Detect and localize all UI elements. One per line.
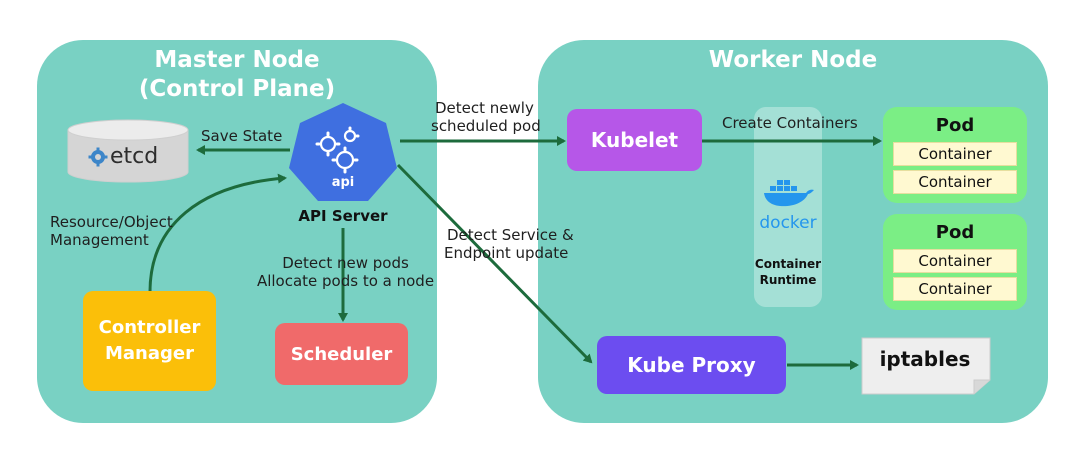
master-node-title-line2: (Control Plane): [138, 76, 336, 102]
pod-2-title: Pod: [935, 222, 975, 243]
pod-1-container-2: Container: [893, 170, 1017, 194]
detect-service-label: Detect Service & Endpoint update: [444, 226, 574, 262]
api-server-icon: [289, 103, 397, 201]
resource-management-label: Resource/Object Management: [50, 213, 173, 249]
resource-management-line2: Management: [50, 231, 149, 249]
pod-2-container-1: Container: [893, 249, 1017, 273]
pod-2: Pod Container Container: [883, 214, 1027, 310]
controller-manager-line2: Manager: [105, 343, 194, 364]
kube-proxy-box: Kube Proxy: [597, 336, 786, 394]
detect-newly-line2: scheduled pod: [431, 117, 541, 135]
detect-new-pods-line1: Detect new pods: [282, 254, 409, 272]
resource-management-line1: Resource/Object: [50, 213, 173, 231]
etcd-label-group: etcd: [88, 145, 158, 169]
pod-2-container-2: Container: [893, 277, 1017, 301]
docker-whale-icon: [764, 180, 814, 207]
pod-1: Pod Container Container: [883, 107, 1027, 203]
arrow-detect-service: [396, 163, 593, 364]
etcd-label: etcd: [110, 144, 159, 169]
detect-new-pods-label: Detect new pods Allocate pods to a node: [253, 254, 438, 290]
api-server-label: API Server: [298, 207, 388, 225]
worker-node-title: Worker Node: [708, 47, 878, 73]
master-node-title-line1: Master Node: [154, 47, 320, 73]
scheduler-box: Scheduler: [275, 323, 408, 385]
create-containers-label: Create Containers: [722, 114, 858, 132]
arrow-resource-management: [148, 173, 287, 293]
save-state-label: Save State: [201, 127, 283, 145]
detect-service-line1: Detect Service &: [447, 226, 574, 244]
kubelet-box: Kubelet: [567, 109, 702, 171]
container-runtime-line1: Container: [754, 257, 822, 271]
etcd-cylinder: [67, 119, 189, 183]
docker-label: docker: [759, 213, 817, 233]
detect-newly-line1: Detect newly: [435, 99, 534, 117]
detect-new-pods-line2: Allocate pods to a node: [256, 272, 435, 290]
api-icon-text: api: [331, 175, 355, 190]
iptables-label: iptables: [879, 347, 971, 371]
controller-manager-line1: Controller: [98, 317, 201, 338]
pod-1-container-1: Container: [893, 142, 1017, 166]
controller-manager-box: Controller Manager: [83, 291, 216, 391]
pod-1-title: Pod: [935, 115, 975, 136]
detect-newly-scheduled-label: Detect newly scheduled pod: [431, 99, 541, 135]
container-runtime-line2: Runtime: [759, 273, 817, 287]
etcd-gear-icon: [88, 147, 108, 167]
iptables-doc: [861, 337, 991, 395]
container-runtime-label: Container Runtime: [752, 256, 824, 288]
detect-service-line2: Endpoint update: [444, 244, 569, 262]
master-node-title: Master Node (Control Plane): [37, 46, 437, 104]
